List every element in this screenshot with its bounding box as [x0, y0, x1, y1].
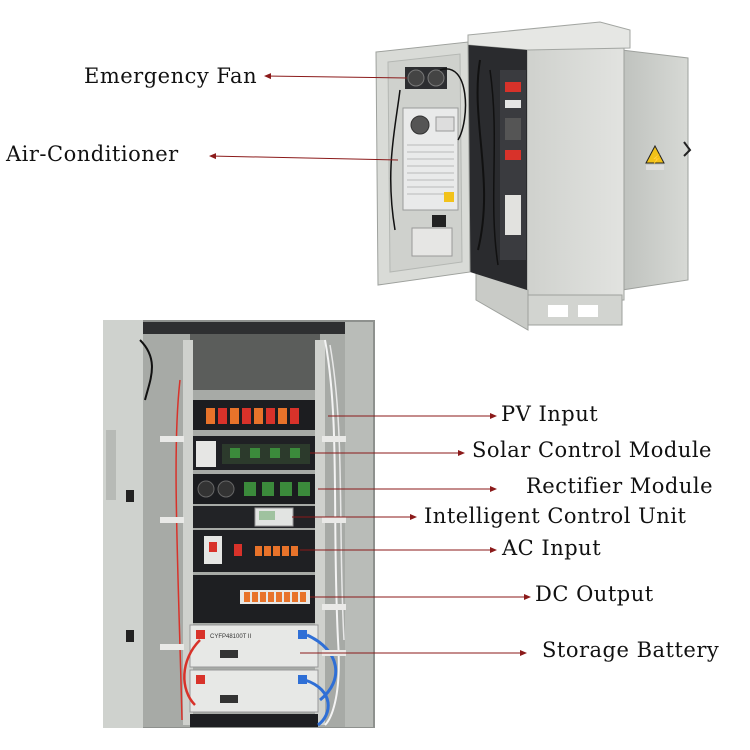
fan-icon [427, 69, 445, 87]
fan-icon [407, 69, 425, 87]
cabinet-body [526, 41, 625, 301]
storage-battery [189, 624, 319, 668]
svg-text:⚡: ⚡ [651, 153, 662, 165]
pv-breakers [206, 408, 299, 424]
callout-intelligent-control-unit: Intelligent Control Unit [424, 504, 687, 528]
callout-rectifier-module: Rectifier Module [526, 474, 714, 498]
callout-dc-output: DC Output [535, 582, 654, 606]
callout-pv-input: PV Input [501, 402, 599, 426]
callout-solar-control-module: Solar Control Module [472, 438, 712, 462]
battery-model-text: CYFP48100T II [210, 634, 252, 640]
rack-door [103, 320, 143, 728]
storage-battery [189, 669, 319, 713]
callout-emergency-fan: Emergency Fan [84, 64, 258, 88]
rack-cabinet-interior: CYFP48100T II [103, 320, 375, 728]
cabinet-roof [467, 21, 631, 51]
high-voltage-warning-icon [645, 144, 665, 164]
callout-ac-input: AC Input [502, 536, 602, 560]
outdoor-cabinet: ⚡ [375, 21, 692, 331]
callout-storage-battery: Storage Battery [542, 638, 720, 662]
callout-air-conditioner: Air-Conditioner [6, 142, 179, 166]
cabinet-base [521, 294, 623, 326]
